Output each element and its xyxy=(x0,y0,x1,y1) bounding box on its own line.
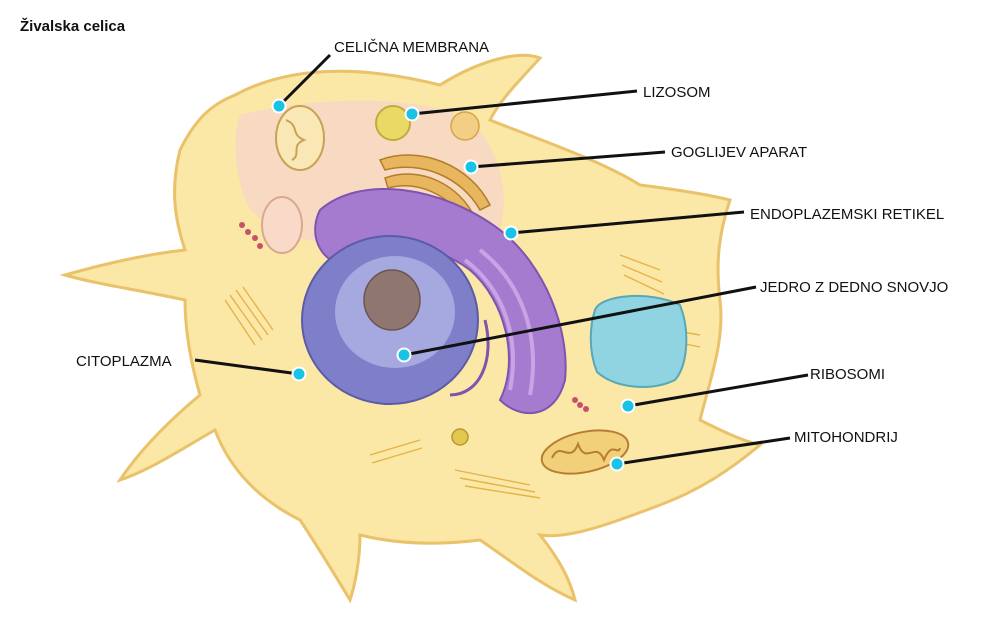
lysosome xyxy=(375,105,480,141)
leader-ribosomes xyxy=(627,373,809,408)
markers xyxy=(271,98,636,472)
label-nucleus: JEDRO Z DEDNO SNOVJO xyxy=(760,279,948,296)
marker-golgi xyxy=(463,159,479,175)
marker-nucleus xyxy=(396,347,412,363)
label-membrane: CELIČNA MEMBRANA xyxy=(334,39,489,56)
marker-ribosomes xyxy=(620,398,636,414)
leader-lysosome xyxy=(411,89,638,116)
small-organelle xyxy=(451,428,469,446)
leader-mitochondrion xyxy=(616,436,791,466)
marker-cytoplasm xyxy=(291,366,307,382)
diagram-title: Živalska celica xyxy=(20,18,126,35)
label-er: ENDOPLAZEMSKI RETIKEL xyxy=(750,206,944,223)
leader-er xyxy=(510,210,745,235)
leader-lines xyxy=(194,53,809,466)
leader-cytoplasm xyxy=(194,358,300,376)
leader-membrane xyxy=(277,53,332,108)
label-mitochondrion: MITOHONDRIJ xyxy=(794,429,898,446)
ribosome-dots xyxy=(239,222,589,412)
marker-membrane xyxy=(271,98,287,114)
label-cytoplasm: CITOPLAZMA xyxy=(76,353,172,370)
vacuole xyxy=(589,294,688,388)
mitochondrion-bottom xyxy=(540,429,630,475)
marker-lysosome xyxy=(404,106,420,122)
label-ribosomes: RIBOSOMI xyxy=(810,366,885,383)
leader-nucleus xyxy=(403,285,757,357)
nucleus xyxy=(301,235,479,405)
vesicle xyxy=(261,196,303,254)
label-lysosome: LIZOSOM xyxy=(643,84,711,101)
marker-er xyxy=(503,225,519,241)
marker-mitochondrion xyxy=(609,456,625,472)
label-golgi: GOGLIJEV APARAT xyxy=(671,144,807,161)
leader-golgi xyxy=(470,150,666,169)
mitochondrion-top xyxy=(275,105,325,171)
